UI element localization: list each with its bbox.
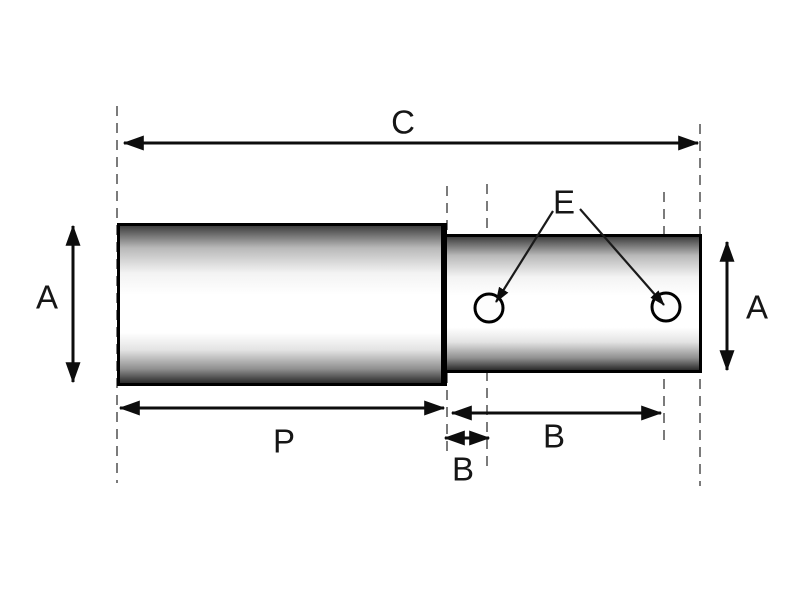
- label-diameter-A-right: A: [745, 288, 769, 326]
- label-hole-callout-E: E: [552, 183, 576, 221]
- label-total-length-C: C: [391, 103, 415, 141]
- leader-E-to-first-hole: [495, 210, 554, 303]
- label-diameter-A-left: A: [35, 278, 59, 316]
- label-hole-offset-B: B: [451, 450, 475, 488]
- label-hole-span-B: B: [542, 417, 566, 455]
- large-cylinder-section: [117, 223, 447, 386]
- leader-E-to-second-hole: [579, 208, 665, 306]
- label-section-length-P: P: [272, 422, 296, 460]
